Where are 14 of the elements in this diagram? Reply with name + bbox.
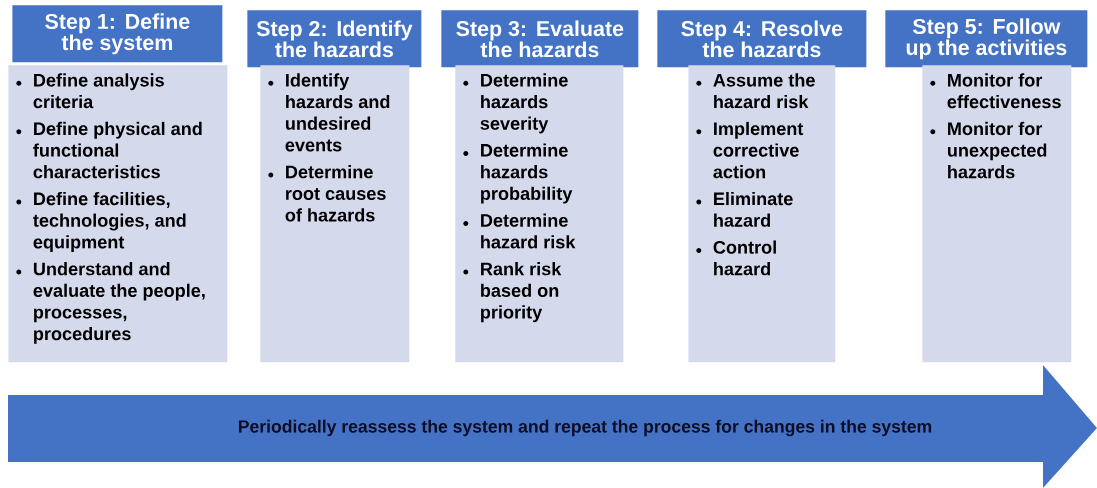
activity-box: Determine hazards severity Determine hazards probability Determine hazard risk Rank risk based on priority xyxy=(455,65,624,363)
activity-box: Identify hazards and undesired events Determine root causes of hazards xyxy=(260,65,410,363)
node-label: Define facilities, technologies, and equipment xyxy=(33,191,186,253)
node-label: Define analysis criteria xyxy=(33,73,164,109)
activity-box: Monitor for effectiveness Monitor for unexpected hazards xyxy=(922,65,1072,363)
node-label: Understand and evaluate the people, processes, procedures xyxy=(33,262,205,344)
activity-box: Assume the hazard risk Implement corrective action Eliminate hazard Control hazard xyxy=(688,65,836,363)
step-header: Step 1: Define the system xyxy=(12,5,223,63)
step-header: Step 5: Follow up the activities xyxy=(885,10,1088,68)
activity-box: Define analysis criteria Define physical and functional characteristics Define facilities, technologies, and equipment Understand and evaluate the people, processes, procedures xyxy=(8,65,228,363)
step-header: Step 3: Evaluate the hazards xyxy=(441,10,639,68)
step-header: Step 2: Identify the hazards xyxy=(247,10,422,68)
node-label: Define physical and functional characteristics xyxy=(33,121,202,179)
step-header: Step 4: Resolve the hazards xyxy=(657,10,867,68)
